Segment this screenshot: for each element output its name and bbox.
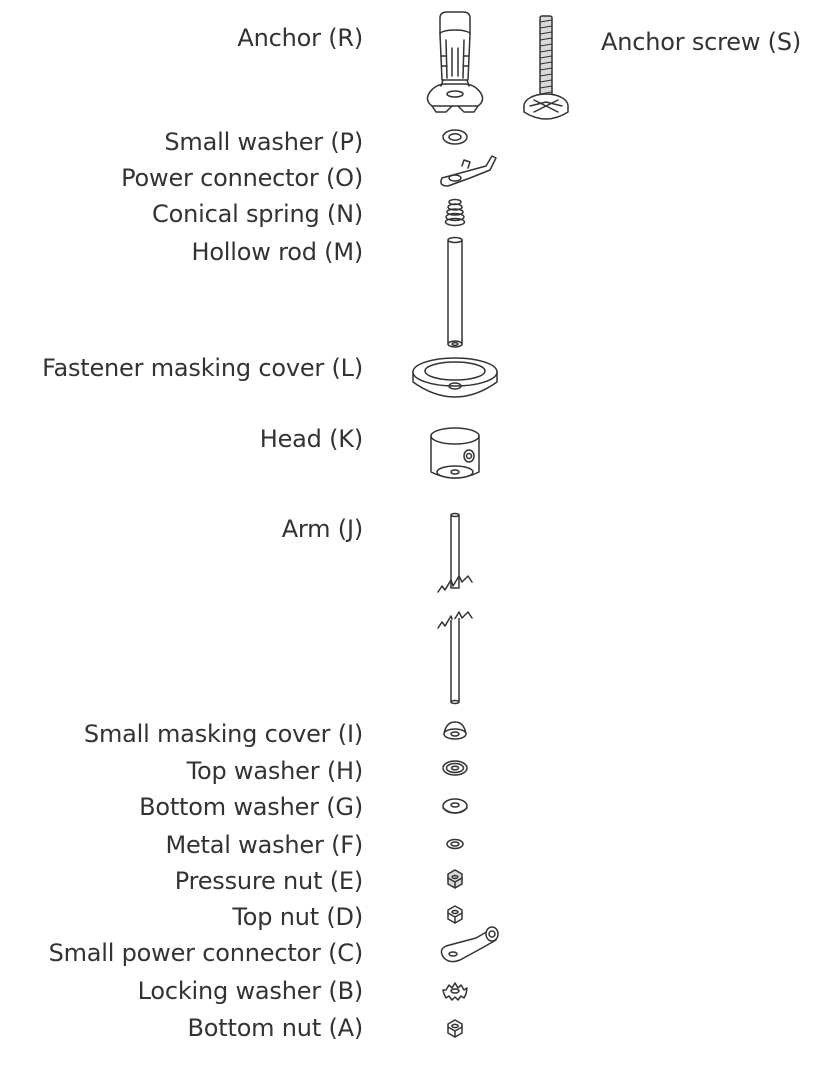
top-washer-icon — [442, 760, 468, 776]
anchor-screw-icon — [523, 15, 569, 120]
bottom-washer-icon — [442, 798, 468, 814]
metal-washer-icon — [446, 838, 464, 850]
label-power-connector: Power connector (O) — [121, 164, 363, 192]
label-pressure-nut: Pressure nut (E) — [174, 867, 363, 895]
anchor-icon — [426, 11, 484, 113]
label-top-washer: Top washer (H) — [186, 757, 364, 785]
small-power-connector-icon — [440, 926, 499, 963]
head-icon — [430, 427, 480, 479]
label-small-washer: Small washer (P) — [164, 128, 363, 156]
label-small-power-connector: Small power connector (C) — [48, 939, 364, 967]
power-connector-icon — [440, 155, 497, 187]
conical-spring-icon — [444, 198, 466, 227]
bottom-nut-icon — [447, 1019, 463, 1038]
pressure-nut-icon — [447, 869, 463, 889]
top-nut-icon — [447, 905, 463, 924]
label-metal-washer: Metal washer (F) — [165, 831, 363, 859]
small-washer-icon — [442, 129, 468, 145]
locking-washer-icon — [442, 982, 468, 1001]
label-head: Head (K) — [259, 425, 363, 453]
label-small-masking-cover: Small masking cover (I) — [83, 720, 363, 748]
label-top-nut: Top nut (D) — [232, 903, 363, 931]
fastener-masking-cover-icon — [412, 357, 498, 398]
arm-icon — [437, 512, 473, 705]
label-locking-washer: Locking washer (B) — [137, 977, 364, 1005]
label-fastener-masking-cover: Fastener masking cover (L) — [42, 354, 363, 382]
label-conical-spring: Conical spring (N) — [152, 200, 363, 228]
label-arm: Arm (J) — [281, 515, 363, 543]
label-hollow-rod: Hollow rod (M) — [191, 238, 363, 266]
label-bottom-nut: Bottom nut (A) — [187, 1014, 364, 1042]
small-masking-cover-icon — [443, 721, 467, 740]
hollow-rod-icon — [447, 236, 463, 348]
label-bottom-washer: Bottom washer (G) — [139, 793, 363, 821]
label-anchor: Anchor (R) — [237, 24, 363, 52]
label-anchor-screw: Anchor screw (S) — [601, 28, 802, 56]
